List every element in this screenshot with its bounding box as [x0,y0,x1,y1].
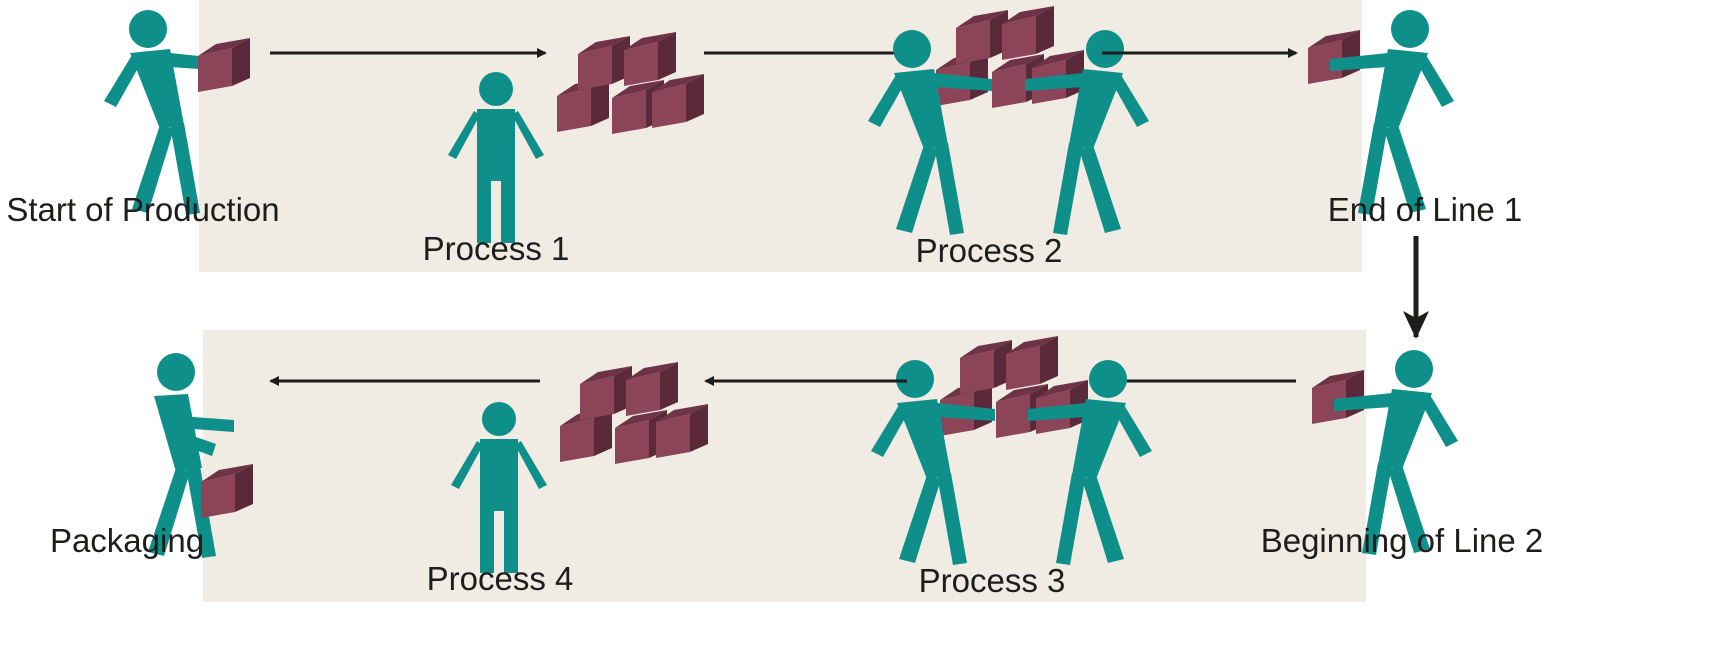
label-end-of-line-1: End of Line 1 [1328,191,1523,228]
line-2-band [203,330,1366,602]
line-1-band [199,0,1362,272]
label-start-of-production: Start of Production [6,191,279,228]
label-process-1: Process 1 [423,230,570,267]
label-process-4: Process 4 [427,560,574,597]
label-packaging: Packaging [50,522,204,559]
label-beginning-of-line-2: Beginning of Line 2 [1261,522,1544,559]
label-process-2: Process 2 [916,232,1063,269]
label-process-3: Process 3 [919,562,1066,599]
